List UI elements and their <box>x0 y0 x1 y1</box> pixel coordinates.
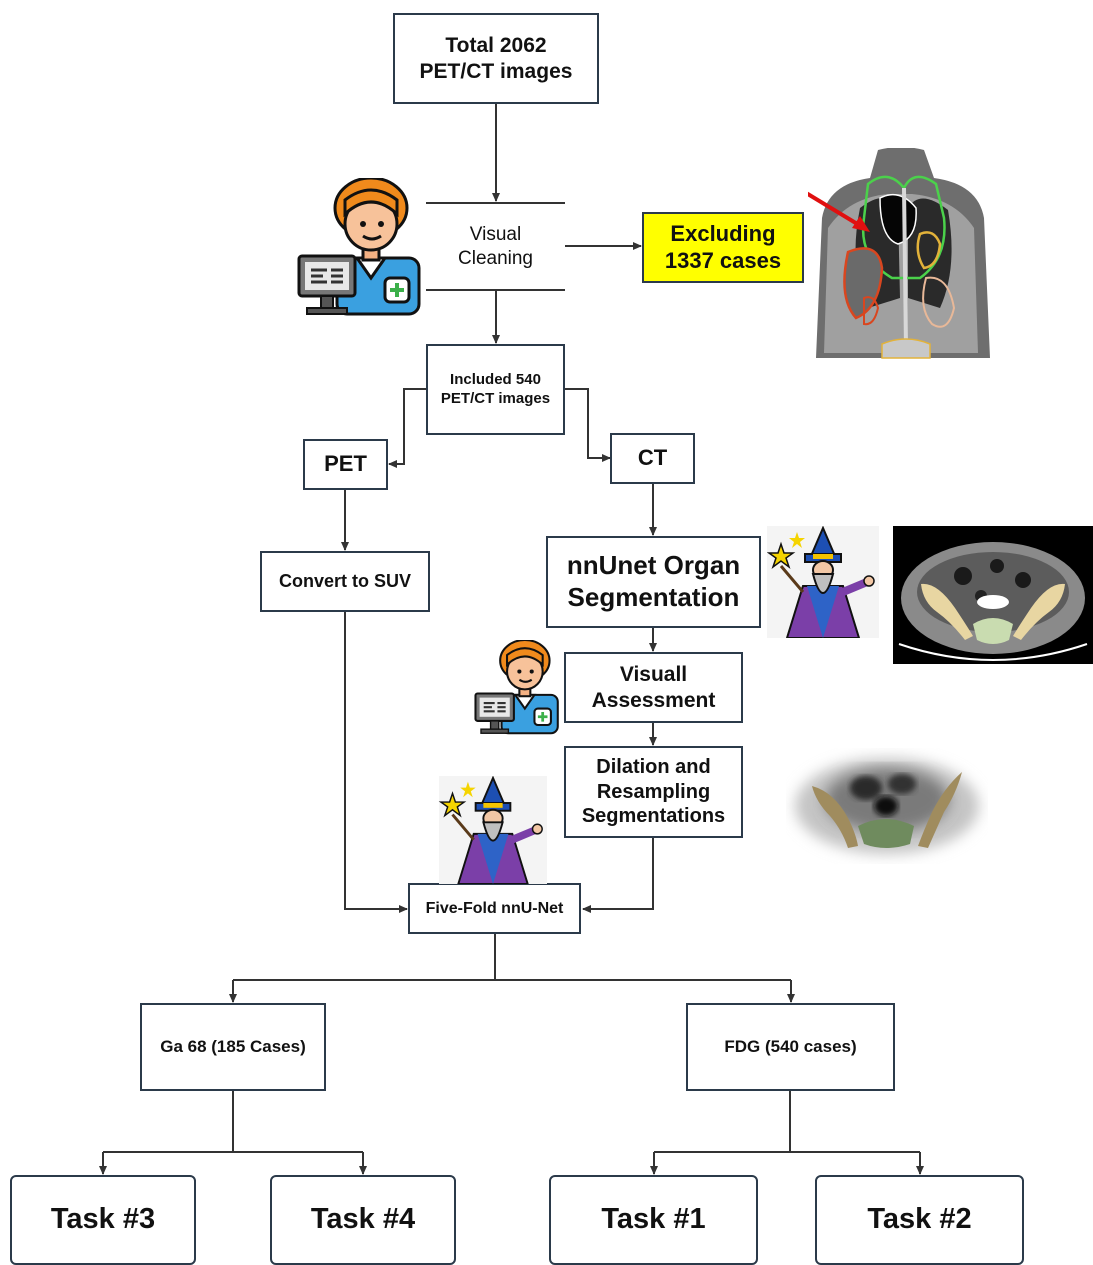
visual-cleaning-label: Visual Cleaning <box>458 224 533 269</box>
convert-suv-box: Convert to SUV <box>260 551 430 612</box>
task2-box: Task #2 <box>815 1175 1024 1265</box>
arrow-included-to-pet <box>388 388 427 468</box>
arrow-suv-to-fivefold <box>344 612 408 913</box>
axial-ct-pelvis-image <box>893 526 1093 664</box>
wizard-icon <box>767 526 879 638</box>
arrow-included-to-ct <box>564 388 611 462</box>
task1-box: Task #1 <box>549 1175 758 1265</box>
pet-box: PET <box>303 439 388 490</box>
ct-box: CT <box>610 433 695 484</box>
excluding-box: Excluding 1337 cases <box>642 212 804 283</box>
arrow-dilation-to-fivefold <box>582 838 654 913</box>
doctor-at-computer-icon <box>297 178 421 316</box>
nnunet-organ-box: nnUnet Organ Segmentation <box>546 536 761 628</box>
visual-assessment-box: Visuall Assessment <box>564 652 743 723</box>
fdg-box: FDG (540 cases) <box>686 1003 895 1091</box>
pet-pelvis-image <box>786 748 988 866</box>
ga68-box: Ga 68 (185 Cases) <box>140 1003 326 1091</box>
total-images-box: Total 2062 PET/CT images <box>393 13 599 104</box>
dilation-box: Dilation and Resampling Segmentations <box>564 746 743 838</box>
doctor-at-computer-icon <box>474 640 559 735</box>
included-box: Included 540 PET/CT images <box>426 344 565 435</box>
task3-box: Task #3 <box>10 1175 196 1265</box>
task4-box: Task #4 <box>270 1175 456 1265</box>
wizard-icon <box>438 776 547 884</box>
five-fold-box: Five-Fold nnU-Net <box>408 883 581 934</box>
coronal-ct-scan-image <box>808 148 994 366</box>
